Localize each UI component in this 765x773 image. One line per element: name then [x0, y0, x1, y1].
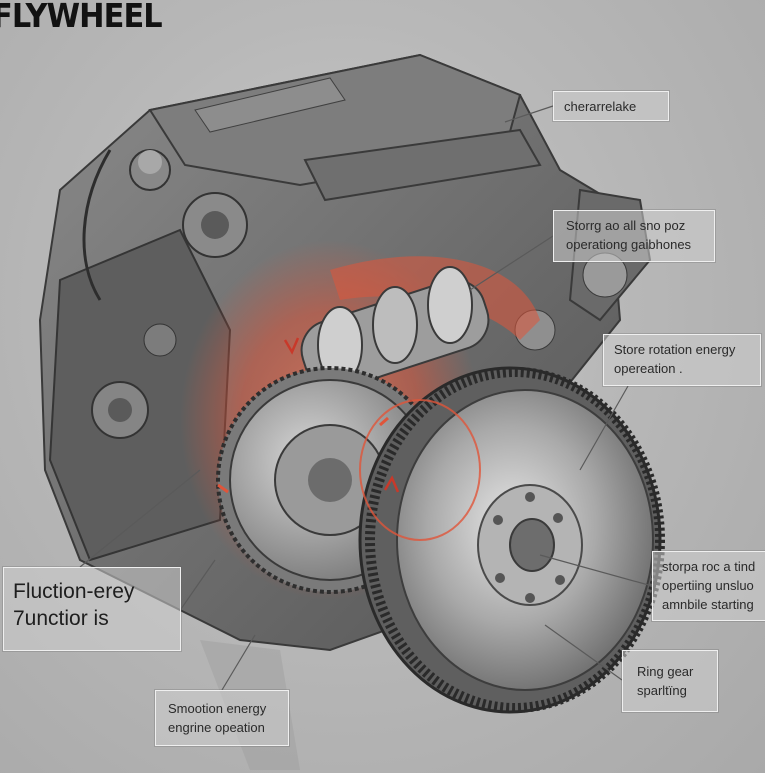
clutch-gear	[216, 366, 444, 594]
callout-top-cover: cherarrelake	[553, 91, 669, 121]
callout-text: engrine opeation	[168, 719, 265, 735]
callout-text: Storrg ao all sno poz	[566, 218, 686, 233]
callout-function: Fluction-erey 7unctior is	[3, 567, 181, 651]
callout-starting: storpa roc a tind opertiing unsluo amnbi…	[652, 551, 765, 621]
leader-lines	[79, 105, 653, 691]
callout-text: Ring gear	[637, 664, 694, 679]
callout-text: Smootion energy	[168, 701, 267, 716]
crankshaft	[300, 266, 490, 391]
callout-crankshaft: Storrg ao all sno poz operationg gaibhon…	[553, 210, 715, 262]
callout-ring-gear: Ring gear sparltïng	[622, 650, 718, 712]
callout-text: storpa roc a tind	[662, 559, 756, 574]
callout-text: opereation .	[614, 360, 683, 376]
diagram-title: FLYWHEEL	[0, 0, 163, 35]
callout-text: sparltïng	[637, 682, 687, 698]
callout-smooth-energy: Smootion energy engrine opeation	[155, 690, 289, 746]
callout-text: 7unctior is	[13, 607, 109, 631]
callout-text: amnbile starting	[662, 596, 754, 612]
callout-text: operationg gaibhones	[566, 236, 692, 252]
callout-text: opertiing unsluo	[662, 577, 754, 593]
flywheel	[217, 337, 665, 714]
callout-text: cherarrelake	[564, 99, 637, 114]
callout-text: Store rotation energy	[614, 342, 736, 357]
callout-text: Fluction-erey	[13, 580, 135, 603]
callout-store-rotation: Store rotation energy opereation .	[603, 334, 761, 386]
